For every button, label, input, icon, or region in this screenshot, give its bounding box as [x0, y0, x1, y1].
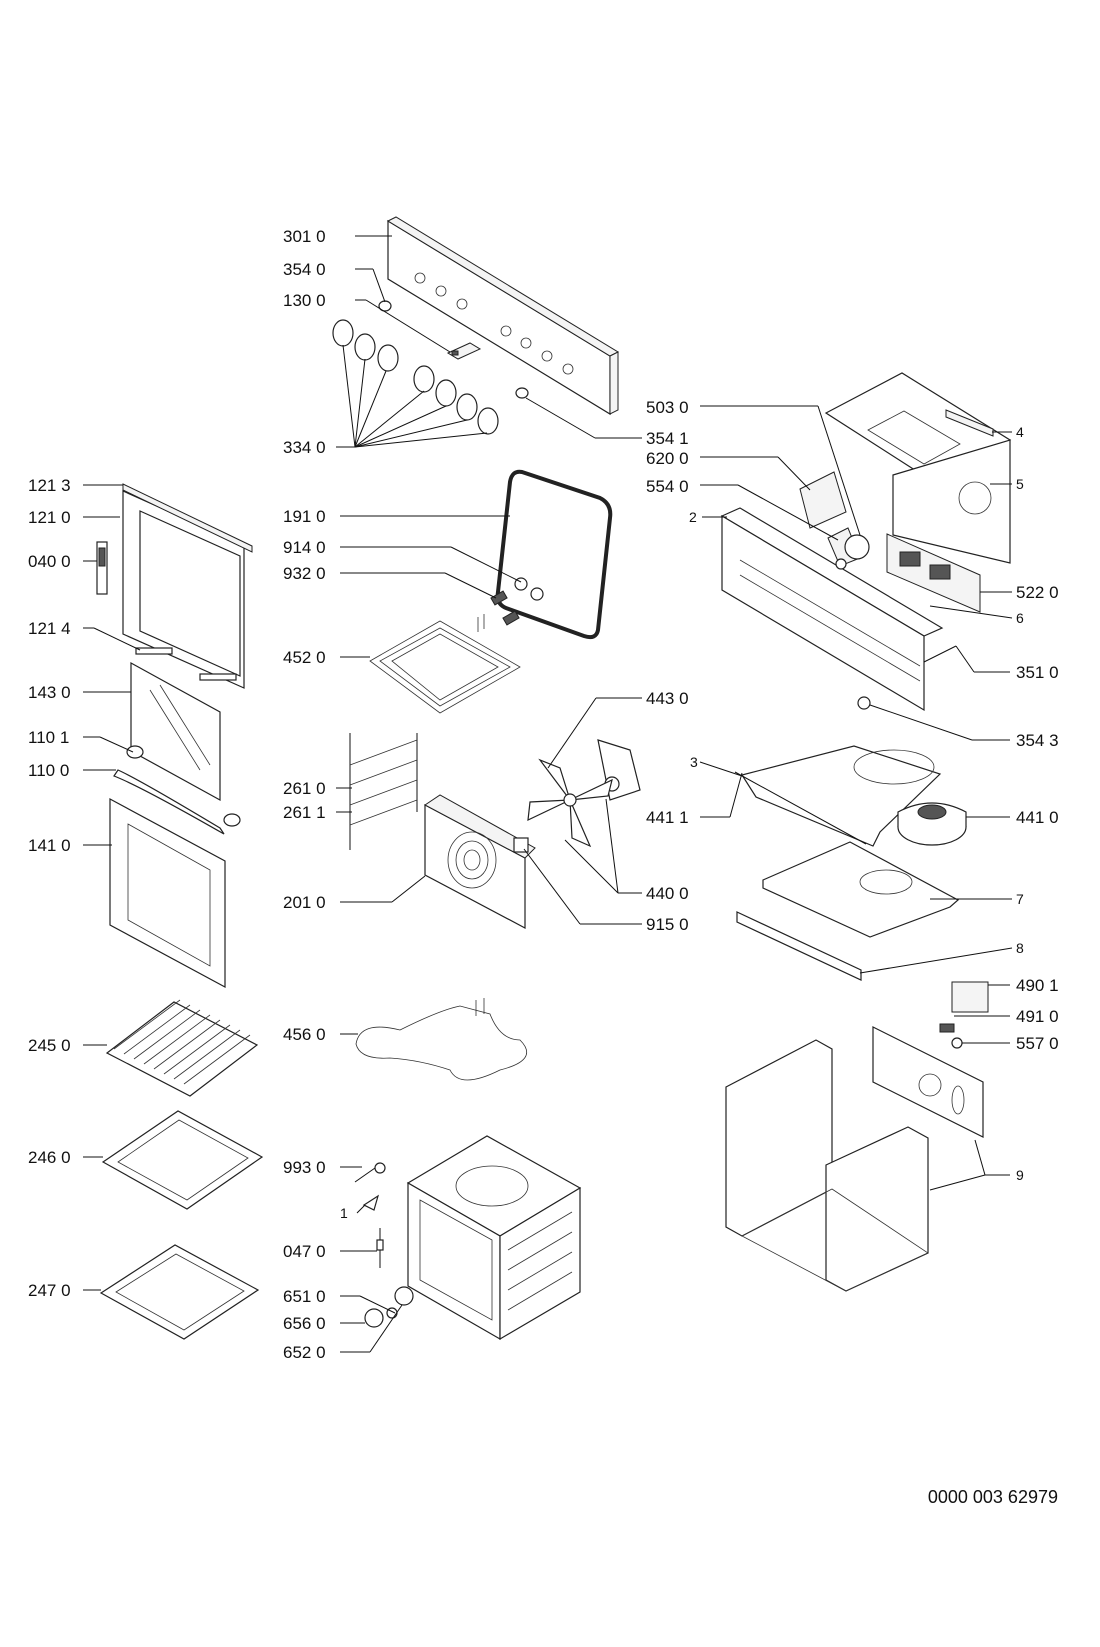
screw-part [354, 1162, 386, 1183]
baking-tray-part [101, 1110, 264, 1210]
front-trim-part [736, 911, 862, 981]
label-121-3: 121 3 [28, 476, 71, 495]
door-gasket-part [495, 469, 613, 640]
label-2: 2 [689, 509, 697, 525]
insulation-strip-part [734, 771, 867, 845]
label-245-0: 245 0 [28, 1036, 71, 1055]
relay-board-part [886, 533, 981, 613]
label-351-0: 351 0 [1016, 663, 1059, 682]
fan-cover-part [424, 794, 536, 929]
label-354-3: 354 3 [1016, 731, 1059, 750]
label-047-0: 047 0 [283, 1242, 326, 1261]
outer-door-glass-part [109, 797, 226, 989]
label-554-0: 554 0 [646, 477, 689, 496]
fan-motor-unit-part [897, 802, 967, 846]
label-656-0: 656 0 [283, 1314, 326, 1333]
label-441-0: 441 0 [1016, 808, 1059, 827]
label-932-0: 932 0 [283, 564, 326, 583]
connector-part [939, 1023, 955, 1033]
label-354-0: 354 0 [283, 260, 326, 279]
document-number: 0000 003 62979 [927, 1487, 1058, 1507]
leader-lines [83, 235, 1013, 1353]
label-503-0: 503 0 [646, 398, 689, 417]
inner-glass-part [130, 661, 221, 802]
label-121-0: 121 0 [28, 508, 71, 527]
lamp-part [364, 1286, 414, 1328]
wire-shelf-part [105, 999, 259, 1097]
fan-blade-part [527, 758, 613, 848]
clip-part [362, 1194, 380, 1211]
shelf-support-part [349, 733, 418, 850]
label-130-0: 130 0 [283, 291, 326, 310]
label-5: 5 [1016, 476, 1024, 492]
label-1: 1 [340, 1205, 348, 1221]
label-261-1: 261 1 [283, 803, 326, 822]
programmer-part [799, 471, 847, 529]
top-cover-part [824, 372, 1012, 564]
outer-casing-part [725, 1026, 984, 1292]
switch-small-part [951, 1037, 963, 1049]
label-246-0: 246 0 [28, 1148, 71, 1167]
control-frame-part [720, 507, 944, 712]
label-247-0: 247 0 [28, 1281, 71, 1300]
door-hinge-part [96, 541, 108, 595]
label-441-1: 441 1 [646, 808, 689, 827]
label-440-0: 440 0 [646, 884, 689, 903]
label-8: 8 [1016, 940, 1024, 956]
label-4: 4 [1016, 424, 1024, 440]
lamp-cap-part [857, 696, 871, 710]
label-620-0: 620 0 [646, 449, 689, 468]
label-915-0: 915 0 [646, 915, 689, 934]
label-121-4: 121 4 [28, 619, 71, 638]
oven-cavity-part [406, 1135, 582, 1341]
part-labels: 301 0 354 0 130 0 334 0 354 1 503 0 620 … [28, 227, 1059, 1362]
roasting-pan-part [99, 1244, 260, 1340]
label-334-0: 334 0 [283, 438, 326, 457]
lower-heating-element-part [355, 998, 527, 1081]
label-652-0: 652 0 [283, 1343, 326, 1362]
label-491-0: 491 0 [1016, 1007, 1059, 1026]
label-191-0: 191 0 [283, 507, 326, 526]
top-plate-part [741, 745, 942, 847]
grill-element-part [369, 614, 521, 714]
label-452-0: 452 0 [283, 648, 326, 667]
label-651-0: 651 0 [283, 1287, 326, 1306]
bottom-plate-part [762, 841, 960, 938]
lamp-rod-part [923, 645, 957, 663]
label-201-0: 201 0 [283, 893, 326, 912]
terminal-block-part [951, 981, 989, 1013]
control-knobs-part [332, 319, 499, 435]
label-557-0: 557 0 [1016, 1034, 1059, 1053]
label-141-0: 141 0 [28, 836, 71, 855]
label-490-1: 490 1 [1016, 976, 1059, 995]
thermostat-part [835, 534, 870, 570]
fan-nut-part [513, 837, 529, 853]
label-110-1: 110 1 [28, 728, 69, 747]
label-456-0: 456 0 [283, 1025, 326, 1044]
door-frame-part [122, 483, 253, 689]
label-6: 6 [1016, 610, 1024, 626]
label-110-0: 110 0 [28, 761, 69, 780]
label-301-0: 301 0 [283, 227, 326, 246]
label-040-0: 040 0 [28, 552, 71, 571]
label-993-0: 993 0 [283, 1158, 326, 1177]
sensor-part [376, 1228, 384, 1268]
label-354-1: 354 1 [646, 429, 689, 448]
switch-part [446, 342, 482, 360]
label-9: 9 [1016, 1167, 1024, 1183]
label-522-0: 522 0 [1016, 583, 1059, 602]
label-261-0: 261 0 [283, 779, 326, 798]
label-443-0: 443 0 [646, 689, 689, 708]
label-7: 7 [1016, 891, 1024, 907]
label-914-0: 914 0 [283, 538, 326, 557]
label-143-0: 143 0 [28, 683, 71, 702]
control-panel-part [378, 216, 620, 416]
label-3: 3 [690, 754, 698, 770]
door-handle-part [113, 745, 241, 835]
